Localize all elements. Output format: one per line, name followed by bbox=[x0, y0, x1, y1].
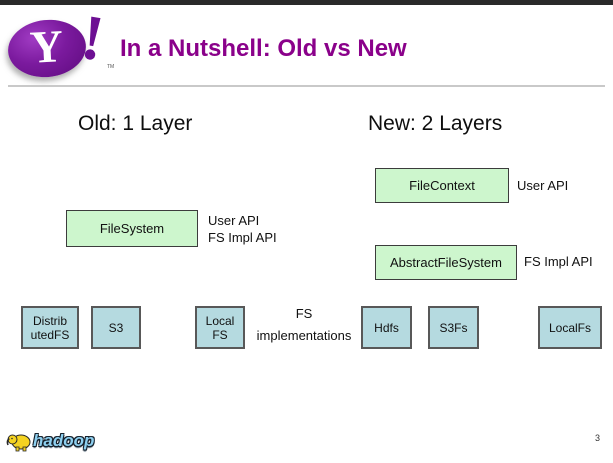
fs-implementations-line2: implementations bbox=[256, 328, 352, 343]
fs-implementations-caption: FS implementations bbox=[250, 303, 358, 347]
page-number: 3 bbox=[595, 433, 601, 443]
slide-title: In a Nutshell: Old vs New bbox=[120, 35, 407, 62]
yahoo-oval-icon: Y bbox=[5, 16, 89, 81]
yahoo-logo-icon: Y ! TM bbox=[5, 1, 116, 84]
localfs-old-box: Local FS bbox=[195, 306, 245, 349]
new-section-heading: New: 2 Layers bbox=[368, 112, 503, 135]
user-api-label-old: User API bbox=[208, 212, 260, 228]
top-bar bbox=[0, 0, 613, 5]
s3fs-box: S3Fs bbox=[428, 306, 479, 349]
abstractfilesystem-box: AbstractFileSystem bbox=[375, 245, 517, 280]
localfs-new-box: LocalFs bbox=[538, 306, 602, 349]
fs-impl-api-label-old: FS Impl API bbox=[208, 229, 277, 245]
hadoop-logo: hadoop bbox=[6, 430, 94, 452]
localfs-old-line2: FS bbox=[212, 327, 228, 342]
filesystem-box: FileSystem bbox=[66, 210, 198, 247]
s3fs-label: S3Fs bbox=[439, 320, 468, 335]
yahoo-y-glyph: Y bbox=[28, 19, 65, 73]
hadoop-elephant-icon bbox=[6, 434, 31, 452]
yahoo-exclamation-glyph: ! bbox=[76, 0, 109, 75]
header-divider bbox=[8, 85, 605, 87]
s3-box: S3 bbox=[91, 306, 141, 349]
trademark-label: TM bbox=[107, 64, 115, 70]
old-section-heading: Old: 1 Layer bbox=[78, 112, 193, 135]
hdfs-box: Hdfs bbox=[361, 306, 412, 349]
localfs-new-label: LocalFs bbox=[548, 320, 592, 335]
filesystem-api-labels: User API FS Impl API bbox=[208, 210, 277, 247]
hadoop-logo-text: hadoop bbox=[33, 431, 95, 450]
distributedfs-line2: utedFS bbox=[30, 327, 70, 342]
user-api-label-new: User API bbox=[517, 178, 569, 193]
fs-impl-api-label-new: FS Impl API bbox=[524, 254, 593, 269]
distributedfs-line1: Distrib bbox=[32, 313, 67, 328]
filecontext-box: FileContext bbox=[375, 168, 509, 203]
localfs-old-line1: Local bbox=[205, 313, 235, 328]
hdfs-label: Hdfs bbox=[374, 320, 399, 335]
fs-implementations-line1: FS bbox=[295, 306, 313, 321]
distributedfs-box: Distrib utedFS bbox=[21, 306, 79, 349]
s3-label: S3 bbox=[108, 320, 124, 335]
